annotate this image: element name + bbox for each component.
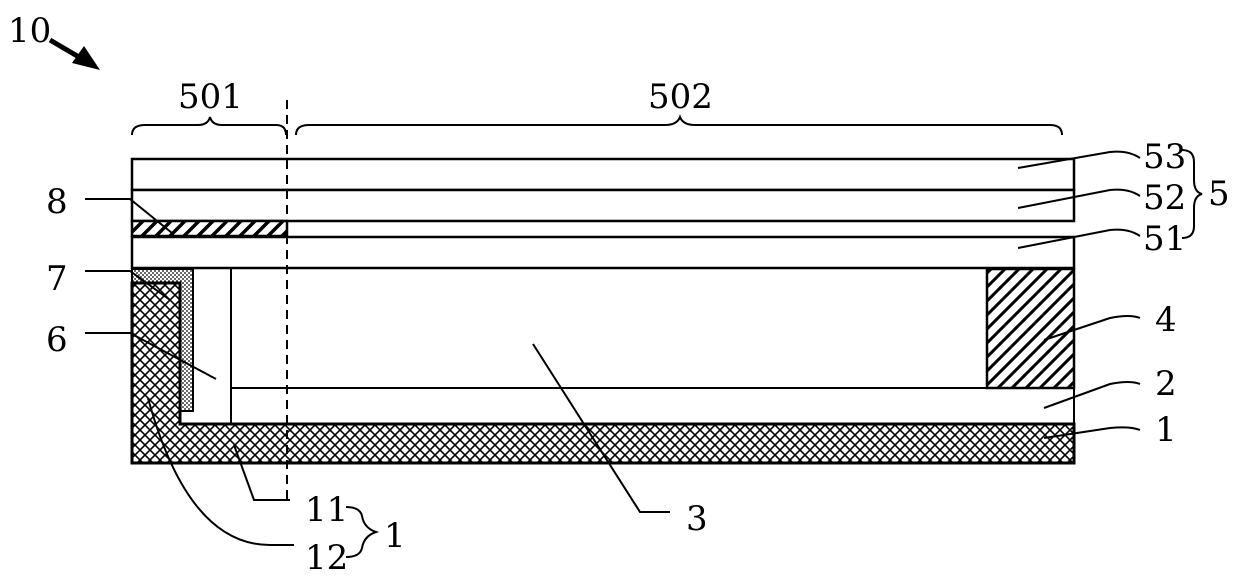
label-5: 5	[1208, 174, 1230, 214]
label-6: 6	[46, 320, 68, 360]
region-502-brace	[296, 117, 1062, 135]
layer-51	[132, 237, 1074, 268]
label-12: 12	[305, 538, 348, 578]
label-1-right: 1	[1155, 410, 1177, 450]
label-52: 52	[1143, 178, 1186, 218]
figure-ref-label: 10	[8, 11, 51, 51]
label-53: 53	[1143, 137, 1186, 177]
region-501-brace	[132, 117, 286, 135]
label-1-bottom: 1	[384, 516, 406, 556]
layer-1-base	[132, 283, 1074, 463]
label-4: 4	[1155, 300, 1177, 340]
label-51: 51	[1143, 219, 1186, 259]
region-501-label: 501	[178, 77, 243, 117]
layer-53	[132, 159, 1074, 190]
label-8: 8	[46, 182, 68, 222]
layer-8	[132, 221, 287, 236]
figure-ref-arrow	[50, 40, 100, 70]
region-502-label: 502	[648, 77, 713, 117]
label-11: 11	[305, 490, 348, 530]
label-7: 7	[46, 259, 68, 299]
layer-52	[132, 190, 1074, 221]
group-1-brace	[346, 507, 376, 557]
label-2: 2	[1155, 364, 1177, 404]
layer-4	[987, 269, 1074, 388]
label-3: 3	[686, 499, 708, 539]
